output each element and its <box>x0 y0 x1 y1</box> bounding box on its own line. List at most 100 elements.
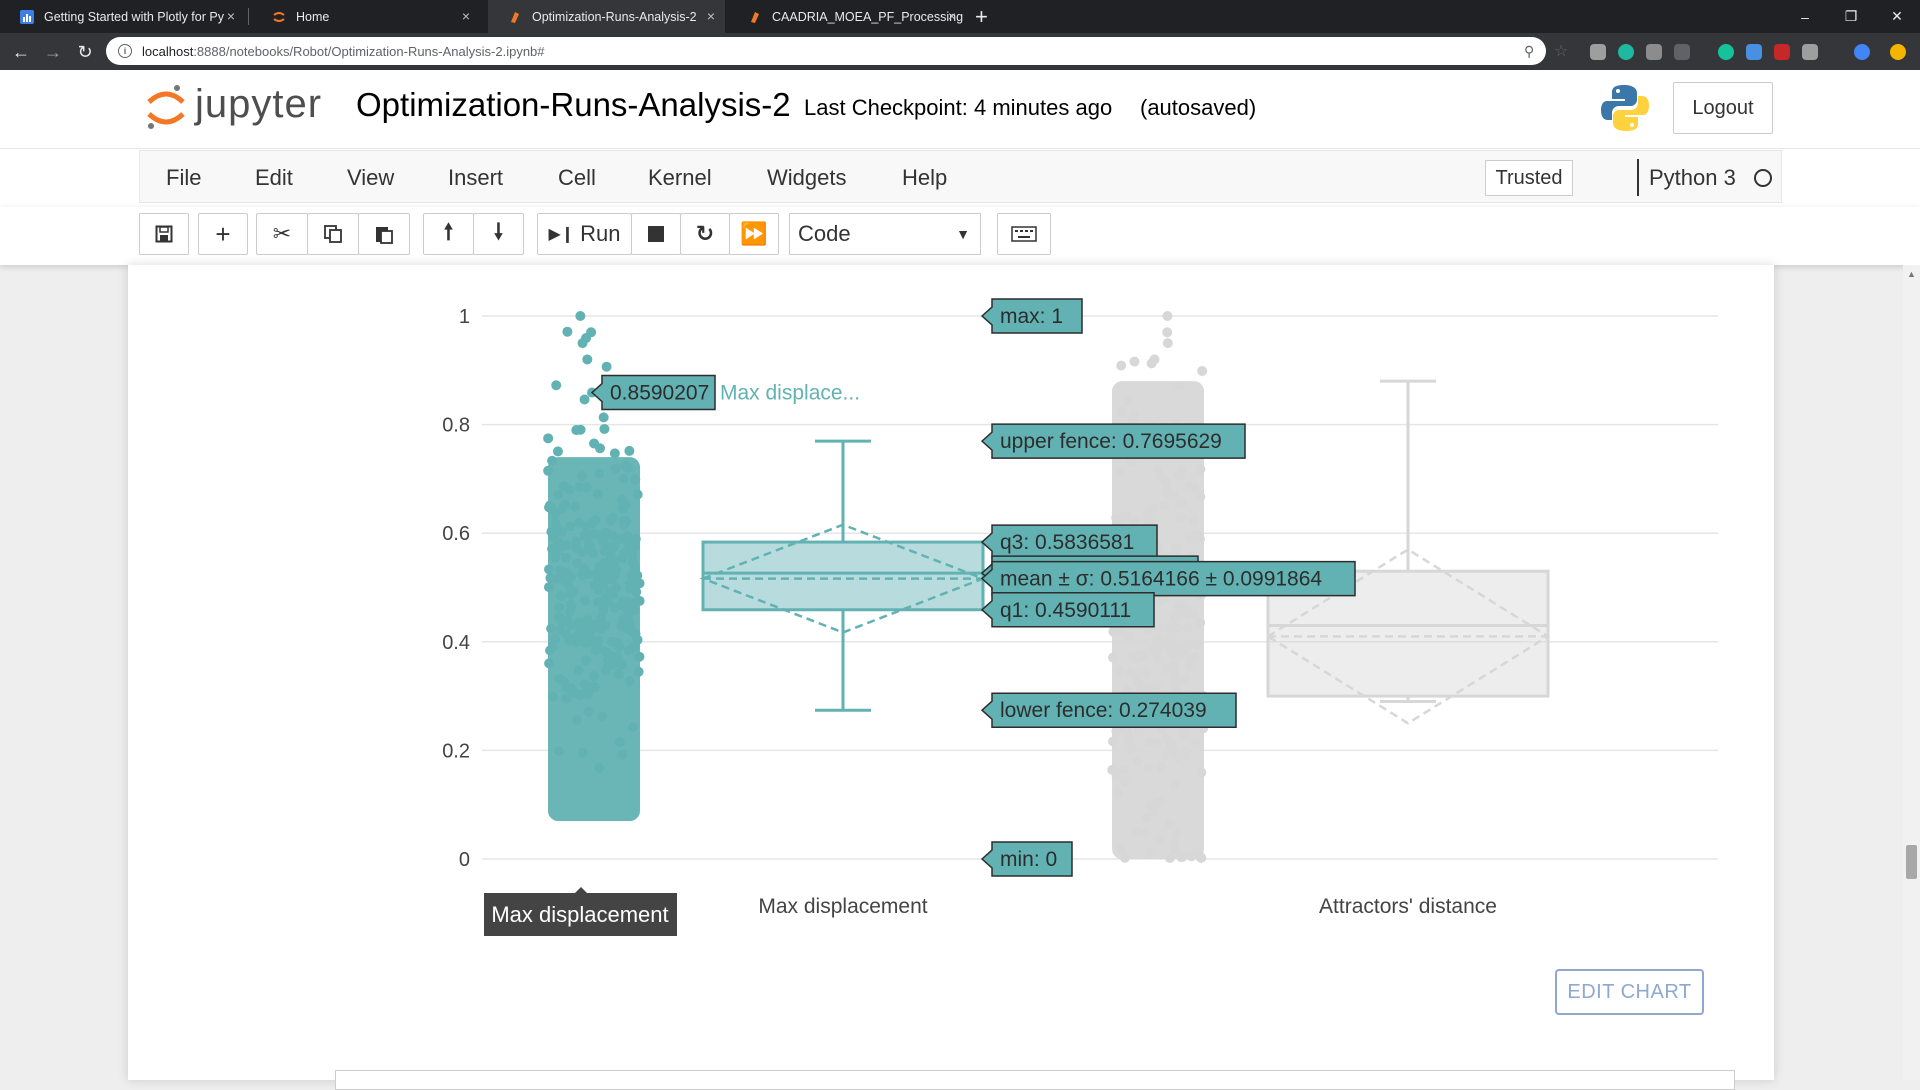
close-icon[interactable]: × <box>947 8 956 24</box>
data-point <box>583 685 594 696</box>
extension-f-icon[interactable] <box>1802 44 1818 60</box>
box-1[interactable] <box>1265 379 1551 725</box>
jupyter-logo-icon[interactable] <box>145 82 187 132</box>
browser-tab-home[interactable]: Home × <box>252 0 480 33</box>
data-point <box>603 654 614 665</box>
data-point <box>575 311 586 321</box>
extension-profile-icon[interactable] <box>1854 44 1870 60</box>
data-point <box>593 584 604 595</box>
notebook-title[interactable]: Optimization-Runs-Analysis-2 <box>356 86 791 123</box>
data-point <box>609 448 620 459</box>
jitter-points-0[interactable] <box>543 311 645 821</box>
data-point <box>1144 736 1155 747</box>
data-point <box>607 512 618 523</box>
move-down-button[interactable]: 🠗 <box>473 213 524 255</box>
restore-button[interactable]: ❐ <box>1828 0 1874 33</box>
data-point <box>582 354 593 365</box>
menu-kernel[interactable]: Kernel <box>648 165 712 190</box>
data-point <box>623 645 634 656</box>
data-point <box>1107 764 1118 775</box>
run-button[interactable]: ▶❙ Run <box>537 213 632 255</box>
jupyter-icon <box>273 11 285 22</box>
data-point <box>583 530 594 541</box>
jupyter-wordmark[interactable]: jupyter <box>195 82 323 126</box>
save-button[interactable] <box>139 213 189 255</box>
data-point <box>1177 600 1188 611</box>
extension-shield-icon[interactable] <box>1590 44 1606 60</box>
close-icon[interactable]: × <box>226 8 235 24</box>
data-point <box>562 615 573 626</box>
forward-button[interactable]: → <box>40 39 66 65</box>
tab-title: Home <box>296 9 330 24</box>
data-point <box>1196 767 1207 778</box>
extension-doc-icon[interactable] <box>1746 44 1762 60</box>
hover-label-box <box>980 298 1083 334</box>
reload-button[interactable]: ↻ <box>72 39 98 65</box>
data-point <box>566 683 577 694</box>
url-input[interactable]: i localhost:8888/notebooks/Robot/Optimiz… <box>106 37 1568 65</box>
extension-pocket-icon[interactable] <box>1646 44 1662 60</box>
extension-dash-icon[interactable] <box>1674 44 1690 60</box>
data-point <box>1169 613 1180 624</box>
menu-insert[interactable]: Insert <box>448 165 504 190</box>
data-point <box>625 619 636 630</box>
kernel-name[interactable]: Python 3 <box>1649 165 1736 190</box>
trusted-indicator[interactable]: Trusted <box>1485 160 1573 196</box>
data-point <box>553 537 564 548</box>
new-tab-button[interactable]: + <box>975 4 988 29</box>
next-cell[interactable] <box>335 1070 1735 1090</box>
scrollbar-thumb[interactable] <box>1906 845 1917 879</box>
jitter-points-1[interactable] <box>1107 311 1209 863</box>
save-icon <box>155 225 173 243</box>
browser-tab-plotly[interactable]: Getting Started with Plotly for Py × <box>0 0 245 33</box>
data-point <box>1194 533 1205 544</box>
data-point <box>593 596 604 607</box>
data-point <box>544 502 555 513</box>
browser-tab-caadria[interactable]: CAADRIA_MOEA_PF_Processing × <box>728 0 966 33</box>
close-icon[interactable]: × <box>706 8 715 24</box>
menu-help[interactable]: Help <box>902 165 948 190</box>
x-hover-label: Max displacement <box>484 887 677 936</box>
extension-grammarly-icon[interactable] <box>1718 44 1734 60</box>
close-icon[interactable]: × <box>461 8 470 24</box>
star-icon[interactable]: ☆ <box>1554 43 1569 60</box>
paste-button[interactable] <box>358 213 410 255</box>
command-palette-button[interactable] <box>997 213 1051 255</box>
menu-view[interactable]: View <box>347 165 395 190</box>
close-window-button[interactable]: ✕ <box>1874 0 1920 33</box>
stop-button[interactable] <box>631 213 681 255</box>
logout-button[interactable]: Logout <box>1673 82 1773 134</box>
cut-button[interactable]: ✂ <box>256 213 308 255</box>
data-point <box>1169 779 1180 790</box>
extension-ublock-icon[interactable] <box>1774 44 1790 60</box>
menu-cell[interactable]: Cell <box>558 165 596 190</box>
page-scrollbar[interactable]: ▲ <box>1903 265 1920 1080</box>
data-point <box>1134 725 1145 736</box>
extension-m-icon[interactable] <box>1618 44 1634 60</box>
zoom-icon[interactable]: ⚲ <box>1524 43 1535 59</box>
cell-type-value: Code <box>798 221 851 246</box>
edit-chart-button[interactable]: EDIT CHART <box>1555 969 1704 1015</box>
box-0[interactable] <box>699 439 987 712</box>
scissors-icon: ✂ <box>272 221 292 246</box>
menu-file[interactable]: File <box>166 165 202 190</box>
insert-cell-button[interactable]: + <box>198 213 248 255</box>
browser-tab-optimization-runs[interactable]: Optimization-Runs-Analysis-2 × <box>488 0 725 33</box>
extension-alert-icon[interactable] <box>1890 44 1906 60</box>
data-point <box>566 601 577 612</box>
data-point <box>543 582 554 593</box>
scroll-up-icon[interactable]: ▲ <box>1907 269 1916 279</box>
data-point <box>558 480 569 491</box>
copy-button[interactable] <box>307 213 359 255</box>
run-all-button[interactable]: ⏩ <box>729 213 779 255</box>
menu-widgets[interactable]: Widgets <box>767 165 847 190</box>
cell-type-select[interactable]: Code ▼ <box>789 213 981 255</box>
data-point <box>553 745 564 756</box>
data-point <box>1108 736 1119 747</box>
move-up-button[interactable]: 🠕 <box>423 213 474 255</box>
back-button[interactable]: ← <box>8 39 34 65</box>
minimize-button[interactable]: – <box>1782 0 1828 33</box>
data-point <box>608 531 619 542</box>
menu-edit[interactable]: Edit <box>255 165 293 190</box>
